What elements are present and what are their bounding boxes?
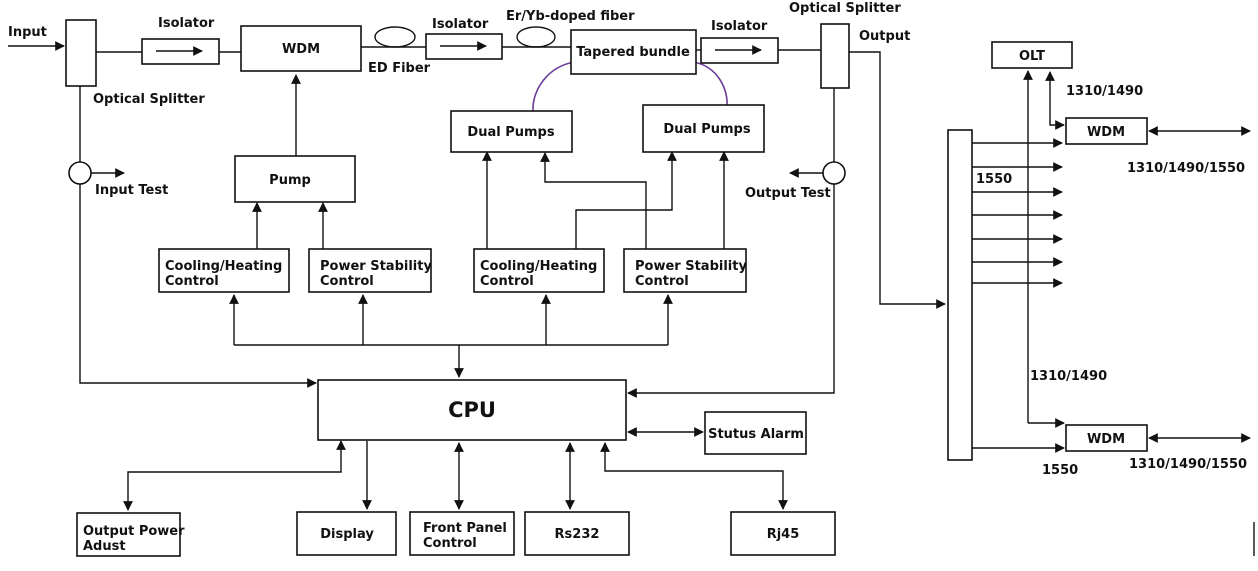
input-test-port: [68, 161, 92, 185]
dual-pumps-right-label: Dual Pumps: [663, 122, 750, 137]
cooling-right-line1: Cooling/Heating: [480, 259, 597, 274]
line-output-test-to-cpu: [627, 184, 835, 398]
front-panel-block: [409, 511, 515, 556]
wdm-label: WDM: [282, 42, 320, 57]
cooling-heating-left-block: [158, 248, 290, 293]
distribution-splitter: [947, 129, 973, 461]
isolator-3: [700, 37, 779, 64]
dual-pumps-left-block: [450, 110, 573, 153]
cooling-left-line1: Cooling/Heating: [165, 259, 282, 274]
rs232-block: [524, 511, 630, 556]
status-alarm-label: Stutus Alarm: [708, 427, 804, 442]
line-cpu-output-power: [123, 440, 346, 511]
tapered-bundle-label: Tapered bundle: [576, 45, 690, 60]
output-power-line1: Output Power: [83, 524, 185, 539]
power-right-line2: Control: [635, 274, 689, 289]
ed-fiber-coil: [374, 26, 416, 48]
wdm-top-label: WDM: [1087, 125, 1125, 140]
pump-label: Pump: [269, 173, 311, 188]
front-panel-line1: Front Panel: [423, 521, 507, 536]
er-yb-fiber-label: Er/Yb-doped fiber: [506, 9, 635, 24]
dual-pumps-right-block: [642, 104, 765, 153]
cooling-left-line2: Control: [165, 274, 219, 289]
input-test-label: Input Test: [95, 183, 168, 198]
input-splitter-label: Optical Splitter: [93, 92, 205, 107]
olt-block: [991, 41, 1073, 69]
power-left-line2: Control: [320, 274, 374, 289]
wdm-bottom-label: WDM: [1087, 432, 1125, 447]
output-test-port: [822, 161, 846, 185]
line-cooling-right-to-dualpump-right: [575, 151, 677, 249]
display-block: [296, 511, 397, 556]
output-power-block: [76, 512, 181, 557]
status-alarm-block: [704, 411, 807, 455]
wl-1550-top: 1550: [976, 172, 1012, 187]
line-input-test-to-cpu: [79, 184, 317, 388]
cooling-heating-right-block: [473, 248, 605, 293]
output-test-label: Output Test: [745, 186, 831, 201]
power-left-line1: Power Stability: [320, 259, 432, 274]
front-panel-line2: Control: [423, 536, 477, 551]
wdm-top-block: [1065, 117, 1148, 145]
wl-1310-1490-1550-bottom: 1310/1490/1550: [1129, 457, 1247, 472]
isolator-1: [141, 38, 220, 65]
line-power-right-to-dualpump-left: [540, 152, 647, 249]
output-label: Output: [859, 29, 910, 44]
display-label: Display: [320, 527, 374, 542]
output-power-line2: Adust: [83, 539, 126, 554]
power-stability-left-block: [308, 248, 432, 293]
power-right-line1: Power Stability: [635, 259, 747, 274]
rj45-label: Rj45: [767, 527, 800, 542]
wl-1310-1490-top: 1310/1490: [1066, 84, 1143, 99]
ed-fiber-label: ED Fiber: [368, 61, 431, 76]
rs232-label: Rs232: [555, 527, 600, 542]
pump-fiber-left: [532, 61, 576, 112]
isolator-1-label: Isolator: [158, 16, 215, 31]
input-label: Input: [8, 25, 47, 40]
wdm-bottom-block: [1065, 424, 1148, 452]
isolator-2: [425, 33, 503, 60]
line-output-to-distribution: [849, 51, 946, 309]
er-yb-fiber-coil: [516, 26, 556, 48]
input-optical-splitter: [65, 19, 97, 87]
wl-1550-bottom: 1550: [1042, 463, 1078, 478]
line-olt-wdm-top: [1045, 71, 1065, 130]
power-stability-right-block: [623, 248, 747, 293]
line-cpu-rj45: [600, 442, 788, 510]
output-optical-splitter: [820, 23, 850, 89]
pump-fiber-right: [692, 61, 728, 106]
cpu-block: [317, 379, 627, 441]
isolator-2-label: Isolator: [432, 17, 489, 32]
dual-pumps-left-label: Dual Pumps: [467, 125, 554, 140]
output-splitter-label: Optical Splitter: [789, 1, 901, 16]
wl-1310-1490-1550-top: 1310/1490/1550: [1127, 161, 1245, 176]
cooling-right-line2: Control: [480, 274, 534, 289]
tapered-bundle-block: [570, 29, 697, 75]
wl-1310-1490-bottom: 1310/1490: [1030, 369, 1107, 384]
cpu-label: CPU: [448, 398, 496, 422]
isolator-3-label: Isolator: [711, 19, 768, 34]
pump-block: [234, 155, 356, 203]
rj45-block: [730, 511, 836, 556]
wdm-block: [240, 25, 362, 72]
olt-label: OLT: [1019, 49, 1045, 64]
